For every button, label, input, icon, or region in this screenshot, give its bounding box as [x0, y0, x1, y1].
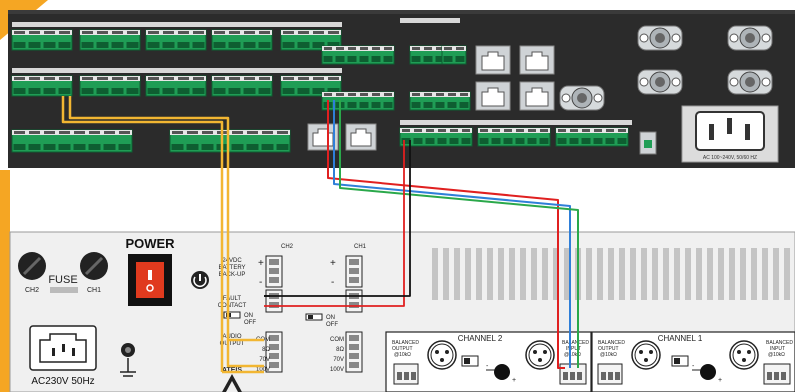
- brand-label: ATEIS: [222, 367, 242, 374]
- fault-on-label: ON: [244, 313, 253, 319]
- channel1-panel: [591, 331, 795, 392]
- ch2-battery-minus: -: [259, 277, 262, 288]
- battery-label-line1: 24VDC: [222, 258, 242, 264]
- ch1-gain-plus: +: [718, 377, 722, 384]
- channel2-panel: [385, 331, 592, 392]
- ch1-battery-plus: +: [330, 258, 336, 269]
- channel2-label: CHANNEL 2: [458, 334, 503, 343]
- ch2-70v-label: 70V: [259, 357, 270, 363]
- ch2-gain-knob-icon: [494, 364, 510, 380]
- fuse-ch1-label: CH1: [87, 287, 101, 294]
- ch1-100v-label: 100V: [330, 367, 344, 373]
- left-accent-strip: [0, 170, 10, 392]
- ch2-bal-out-l2: OUTPUT: [392, 346, 413, 352]
- iec-power-inlet: AC 100~240V, 50/60 HZ: [681, 105, 779, 163]
- fuse-ch2-label: CH2: [25, 287, 39, 294]
- wire-fault-red: [264, 140, 405, 307]
- battery-label-line3: BACK-UP: [219, 272, 246, 278]
- ch1-bal-out-l1: BALANCED: [598, 340, 625, 346]
- ch1-70v-label: 70V: [333, 357, 344, 363]
- ch2-100v-label: 100V: [256, 367, 270, 373]
- fault-off-label: OFF: [244, 320, 256, 326]
- ch1-bal-in-l1: BALANCED: [766, 340, 793, 346]
- ch1-terminal-label: CH1: [354, 244, 367, 250]
- wire-red: [327, 100, 565, 369]
- rj45-port-4: [519, 81, 555, 111]
- xlr-connectors: [559, 25, 773, 111]
- ch1-bal-in-l3: @10kΩ: [768, 352, 785, 358]
- ch2-bal-out-l1: BALANCED: [392, 340, 419, 346]
- ch1-bal-in-l2: INPUT: [770, 346, 785, 352]
- fault-label-line2: CONTACT: [218, 303, 247, 309]
- ch2-battery-plus: +: [258, 258, 264, 269]
- ch1-8ohm-label: 8Ω: [336, 347, 344, 353]
- ch1-on-label: ON: [326, 315, 335, 321]
- wiring: [61, 96, 579, 374]
- battery-label-line2: BATTERY: [218, 265, 245, 271]
- terminal-blocks: [11, 18, 632, 153]
- ac-voltage-label: AC230V 50Hz: [31, 376, 94, 387]
- ch1-battery-minus: -: [331, 277, 334, 288]
- power-rating-label: AC 100~240V, 50/60 HZ: [703, 155, 757, 161]
- rj45-port-1: [475, 45, 511, 75]
- ch1-gain-minus: -: [692, 363, 695, 370]
- ch2-bal-in-l2: INPUT: [566, 346, 581, 352]
- top-device-rear-panel: AC 100~240V, 50/60 HZ: [8, 10, 795, 168]
- wire-green: [339, 100, 579, 368]
- fault-dip-switch: [223, 311, 241, 319]
- ch2-bal-in-l1: BALANCED: [562, 340, 589, 346]
- ch2-terminal-label: CH2: [281, 244, 294, 250]
- audio-output-label-line2: OUTPUT: [220, 341, 245, 347]
- ch1-dip-switch: [305, 313, 323, 321]
- rj45-port-3: [475, 81, 511, 111]
- ch1-off-label: OFF: [326, 322, 338, 328]
- ch1-bal-out-l3: @10kΩ: [600, 352, 617, 358]
- rj45-port-6: [345, 123, 377, 151]
- audio-output-label-line1: AUDIO: [222, 334, 241, 340]
- fault-label-line1: FAULT: [223, 296, 242, 302]
- ch1-bal-out-l2: OUTPUT: [598, 346, 619, 352]
- ch1-terminals: [345, 255, 363, 373]
- ch2-8ohm-label: 8Ω: [262, 347, 270, 353]
- wire-yellow-2: [68, 96, 264, 368]
- rj45-port-2: [519, 45, 555, 75]
- channel1-label: CHANNEL 1: [658, 334, 703, 343]
- power-label: POWER: [125, 236, 175, 251]
- ch1-gain-knob-icon: [700, 364, 716, 380]
- wire-fault-black: [264, 140, 411, 297]
- ch2-bal-out-l3: @10kΩ: [394, 352, 411, 358]
- amplifier-rear-panel: CH2 CH1 FUSE POWER AC230V 50Hz 24VDC BAT…: [9, 231, 795, 392]
- wire-blue: [333, 100, 571, 368]
- ch2-gain-plus: +: [512, 377, 516, 384]
- fuse-label: FUSE: [48, 274, 77, 286]
- ch2-bal-in-l3: @10kΩ: [564, 352, 581, 358]
- ch1-com-label: COM: [330, 337, 344, 343]
- wire-yellow-1: [61, 96, 224, 372]
- ch2-gain-minus: -: [486, 363, 489, 370]
